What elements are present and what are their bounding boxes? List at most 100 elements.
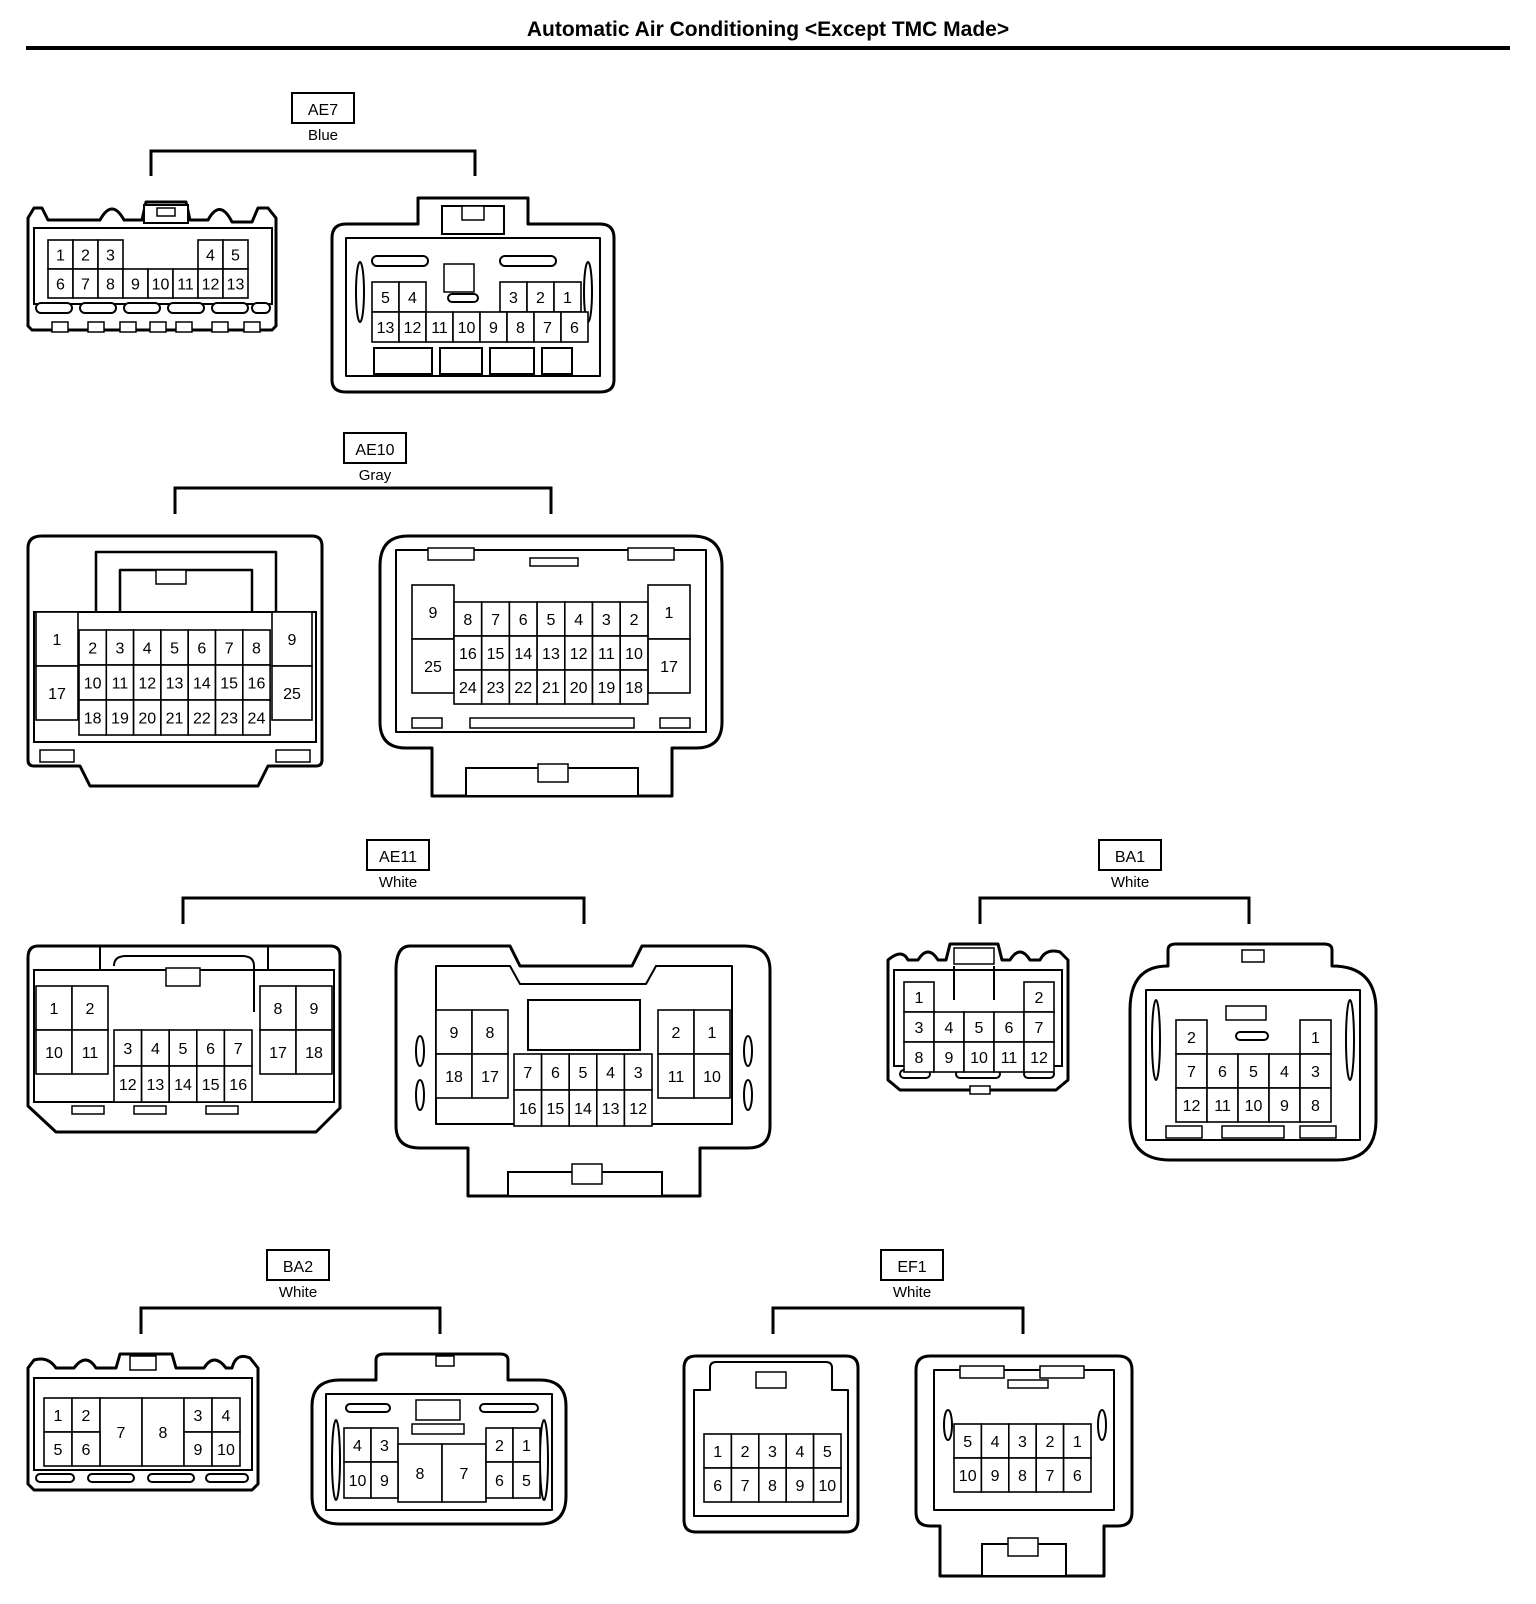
connector-label-box bbox=[1098, 839, 1162, 871]
pin-number: 9 bbox=[1280, 1098, 1289, 1115]
pin-number: 14 bbox=[193, 676, 211, 693]
housing-detail bbox=[627, 547, 675, 561]
pin-number: 10 bbox=[152, 277, 170, 294]
pin-cell: 8 bbox=[506, 311, 535, 343]
pin-number: 6 bbox=[519, 612, 528, 629]
pin-number: 11 bbox=[82, 1045, 99, 1062]
pin-number: 13 bbox=[602, 1101, 620, 1118]
pin-number: 8 bbox=[768, 1478, 777, 1495]
pin-box bbox=[71, 985, 109, 1031]
pin-cell: 4 bbox=[933, 1011, 965, 1043]
pin-number: 4 bbox=[991, 1434, 1000, 1451]
pin-cell: 2 bbox=[71, 1397, 101, 1433]
pin-cell: 1 bbox=[903, 981, 935, 1013]
pin-cell: 10 bbox=[953, 1457, 983, 1493]
pin-box bbox=[933, 1041, 965, 1073]
pin-box bbox=[812, 1433, 842, 1469]
pin-number: 7 bbox=[225, 641, 234, 658]
pin-number: 20 bbox=[570, 680, 588, 697]
housing-detail bbox=[175, 321, 193, 333]
pin-box bbox=[222, 268, 249, 299]
pin-cell: 12 bbox=[1175, 1087, 1208, 1123]
housing-outline bbox=[26, 534, 324, 788]
housing-detail bbox=[51, 321, 69, 333]
pin-number: 3 bbox=[123, 1041, 132, 1058]
pin-number: 17 bbox=[269, 1045, 287, 1062]
pin-cell: 3 bbox=[97, 239, 124, 270]
connector-label-box bbox=[291, 92, 355, 124]
housing-detail bbox=[87, 321, 105, 333]
housing-outline bbox=[94, 550, 278, 622]
pin-cell: 4 bbox=[595, 1053, 626, 1091]
pin-cell: 18 bbox=[619, 669, 649, 705]
housing-detail bbox=[969, 1085, 991, 1095]
housing-detail bbox=[461, 205, 485, 221]
housing-detail bbox=[411, 1423, 465, 1435]
pin-cell: 4 bbox=[398, 281, 427, 313]
pin-number: 3 bbox=[768, 1444, 777, 1461]
latch-slot bbox=[35, 1473, 75, 1483]
pin-number: 8 bbox=[1311, 1098, 1320, 1115]
pin-cell: 19 bbox=[105, 699, 135, 736]
housing-outline bbox=[953, 966, 995, 1000]
pin-number: 4 bbox=[206, 248, 215, 265]
pin-cell: 5 bbox=[222, 239, 249, 270]
pin-box bbox=[485, 1461, 514, 1499]
housing-outline bbox=[1145, 989, 1361, 1141]
pin-number: 2 bbox=[1045, 1434, 1054, 1451]
pin-box bbox=[471, 1009, 509, 1055]
housing-outline bbox=[345, 237, 601, 377]
pin-box bbox=[553, 281, 582, 313]
pin-number: 9 bbox=[991, 1468, 1000, 1485]
pin-number: 1 bbox=[50, 1001, 59, 1018]
latch-slot bbox=[415, 1035, 425, 1067]
pin-cell: 8 bbox=[471, 1009, 509, 1055]
pin-cell: 10 bbox=[693, 1053, 731, 1099]
pin-number: 4 bbox=[143, 641, 152, 658]
pin-cell: 3 bbox=[499, 281, 528, 313]
pin-cell: 9 bbox=[479, 311, 508, 343]
pin-cell: 2 bbox=[71, 985, 109, 1031]
pin-cell: 10 bbox=[78, 664, 108, 701]
connector-color: White bbox=[379, 874, 417, 891]
pin-box bbox=[703, 1467, 733, 1503]
pin-cell: 15 bbox=[196, 1065, 226, 1103]
pin-cell: 9 bbox=[933, 1041, 965, 1073]
pin-box bbox=[903, 1041, 935, 1073]
pin-cell: 15 bbox=[540, 1089, 570, 1127]
pin-cell: 11 bbox=[71, 1029, 109, 1075]
pin-cell: 1 bbox=[512, 1427, 541, 1463]
pin-number: 13 bbox=[377, 320, 395, 337]
pin-number: 9 bbox=[194, 1442, 203, 1459]
pin-box bbox=[657, 1053, 695, 1099]
pin-box bbox=[35, 1029, 73, 1075]
connector-label-box bbox=[343, 432, 407, 464]
pin-box bbox=[536, 669, 566, 705]
pin-cell: 5 bbox=[568, 1053, 598, 1091]
pin-cell: 6 bbox=[1206, 1053, 1239, 1089]
pin-number: 7 bbox=[1187, 1064, 1196, 1081]
pin-number: 23 bbox=[220, 711, 238, 728]
housing-outline bbox=[886, 942, 1070, 1092]
pin-box bbox=[295, 985, 333, 1031]
pin-number: 3 bbox=[194, 1408, 203, 1425]
pin-cell: 20 bbox=[563, 669, 594, 705]
pin-number: 10 bbox=[1245, 1098, 1263, 1115]
pin-box bbox=[222, 239, 249, 270]
pin-number: 9 bbox=[795, 1478, 804, 1495]
pin-cell: 7 bbox=[533, 311, 562, 343]
housing-outline bbox=[1128, 942, 1378, 1162]
housing-detail bbox=[959, 1365, 1005, 1379]
pin-box bbox=[370, 1427, 399, 1463]
pin-number: 10 bbox=[45, 1045, 63, 1062]
pin-cell: 3 bbox=[370, 1427, 399, 1463]
pin-cell: 17 bbox=[35, 665, 79, 721]
housing-detail bbox=[133, 1105, 167, 1115]
pin-cell: 2 bbox=[78, 629, 108, 666]
pin-box bbox=[35, 611, 79, 667]
housing-outline bbox=[682, 1354, 860, 1534]
pin-cell: 1 bbox=[47, 239, 74, 270]
pin-cell: 6 bbox=[540, 1053, 570, 1091]
